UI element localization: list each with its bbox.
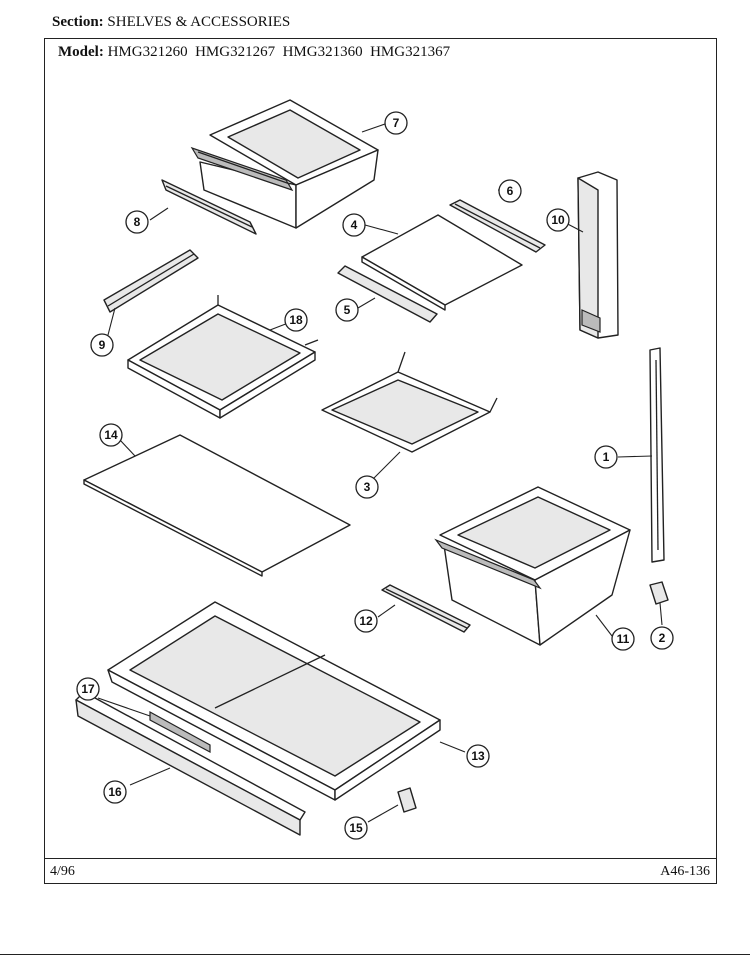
part-vertical-bracket xyxy=(577,171,619,339)
svg-text:16: 16 xyxy=(108,785,122,799)
part-shelf-roller xyxy=(337,265,438,323)
svg-text:2: 2 xyxy=(659,631,666,645)
part-drawer-rail-lower xyxy=(381,584,471,633)
section-value: SHELVES & ACCESSORIES xyxy=(107,14,291,30)
callout-15: 15 xyxy=(344,816,368,840)
callout-11: 11 xyxy=(611,627,635,651)
svg-text:9: 9 xyxy=(99,338,106,352)
part-large-glass-panel xyxy=(83,434,351,577)
part-drawer-rail-upper xyxy=(161,179,257,235)
callout-5: 5 xyxy=(335,298,359,322)
svg-text:3: 3 xyxy=(364,480,371,494)
callout-6: 6 xyxy=(498,179,522,203)
part-small-glass-shelf xyxy=(361,214,523,311)
callout-17: 17 xyxy=(76,677,100,701)
callout-1: 1 xyxy=(594,445,618,469)
part-shelf-standard xyxy=(649,347,665,563)
svg-text:6: 6 xyxy=(507,184,514,198)
section-label: Section: xyxy=(52,14,104,30)
model-value: HMG321260 HMG321267 HMG321360 HMG321367 xyxy=(107,44,451,60)
callout-7: 7 xyxy=(384,111,408,135)
svg-text:1: 1 xyxy=(603,450,610,464)
svg-text:12: 12 xyxy=(359,614,373,628)
callout-16: 16 xyxy=(103,780,127,804)
svg-text:11: 11 xyxy=(617,632,630,646)
svg-text:15: 15 xyxy=(349,821,363,835)
footer-divider xyxy=(44,858,717,859)
callout-14: 14 xyxy=(99,423,123,447)
callout-18: 18 xyxy=(284,308,308,332)
callout-3: 3 xyxy=(355,475,379,499)
callout-2: 2 xyxy=(650,626,674,650)
svg-text:17: 17 xyxy=(81,682,95,696)
part-bracket-bar xyxy=(103,249,199,313)
part-crisper-drawer-lower xyxy=(434,486,631,646)
part-small-clip xyxy=(397,787,417,813)
diagram-frame xyxy=(44,38,717,884)
part-framed-shelf xyxy=(127,295,319,419)
svg-text:5: 5 xyxy=(344,303,351,317)
callout-12: 12 xyxy=(354,609,378,633)
footer-date: 4/96 xyxy=(50,864,75,879)
section-heading: Section: SHELVES & ACCESSORIES xyxy=(52,14,290,31)
callout-10: 10 xyxy=(546,208,570,232)
callout-8: 8 xyxy=(125,210,149,234)
model-label: Model: xyxy=(58,44,104,60)
part-vent-strip xyxy=(149,710,211,753)
svg-text:4: 4 xyxy=(351,218,358,232)
part-shelf-trim xyxy=(449,199,546,253)
svg-text:18: 18 xyxy=(289,313,303,327)
svg-text:7: 7 xyxy=(393,116,400,130)
part-cantilever-shelf xyxy=(321,351,498,453)
part-drawer-cover-frame xyxy=(107,601,441,801)
svg-text:13: 13 xyxy=(471,749,485,763)
part-clip xyxy=(649,581,669,605)
svg-text:8: 8 xyxy=(134,215,141,229)
callout-4: 4 xyxy=(342,213,366,237)
model-heading: Model: HMG321260 HMG321267 HMG321360 HMG… xyxy=(58,44,450,61)
page-bottom-divider xyxy=(0,954,750,955)
svg-text:10: 10 xyxy=(551,213,565,227)
footer-page-code: A46-136 xyxy=(660,864,710,879)
callout-13: 13 xyxy=(466,744,490,768)
callout-9: 9 xyxy=(90,333,114,357)
part-crisper-drawer-top xyxy=(190,99,379,229)
svg-text:14: 14 xyxy=(104,428,118,442)
